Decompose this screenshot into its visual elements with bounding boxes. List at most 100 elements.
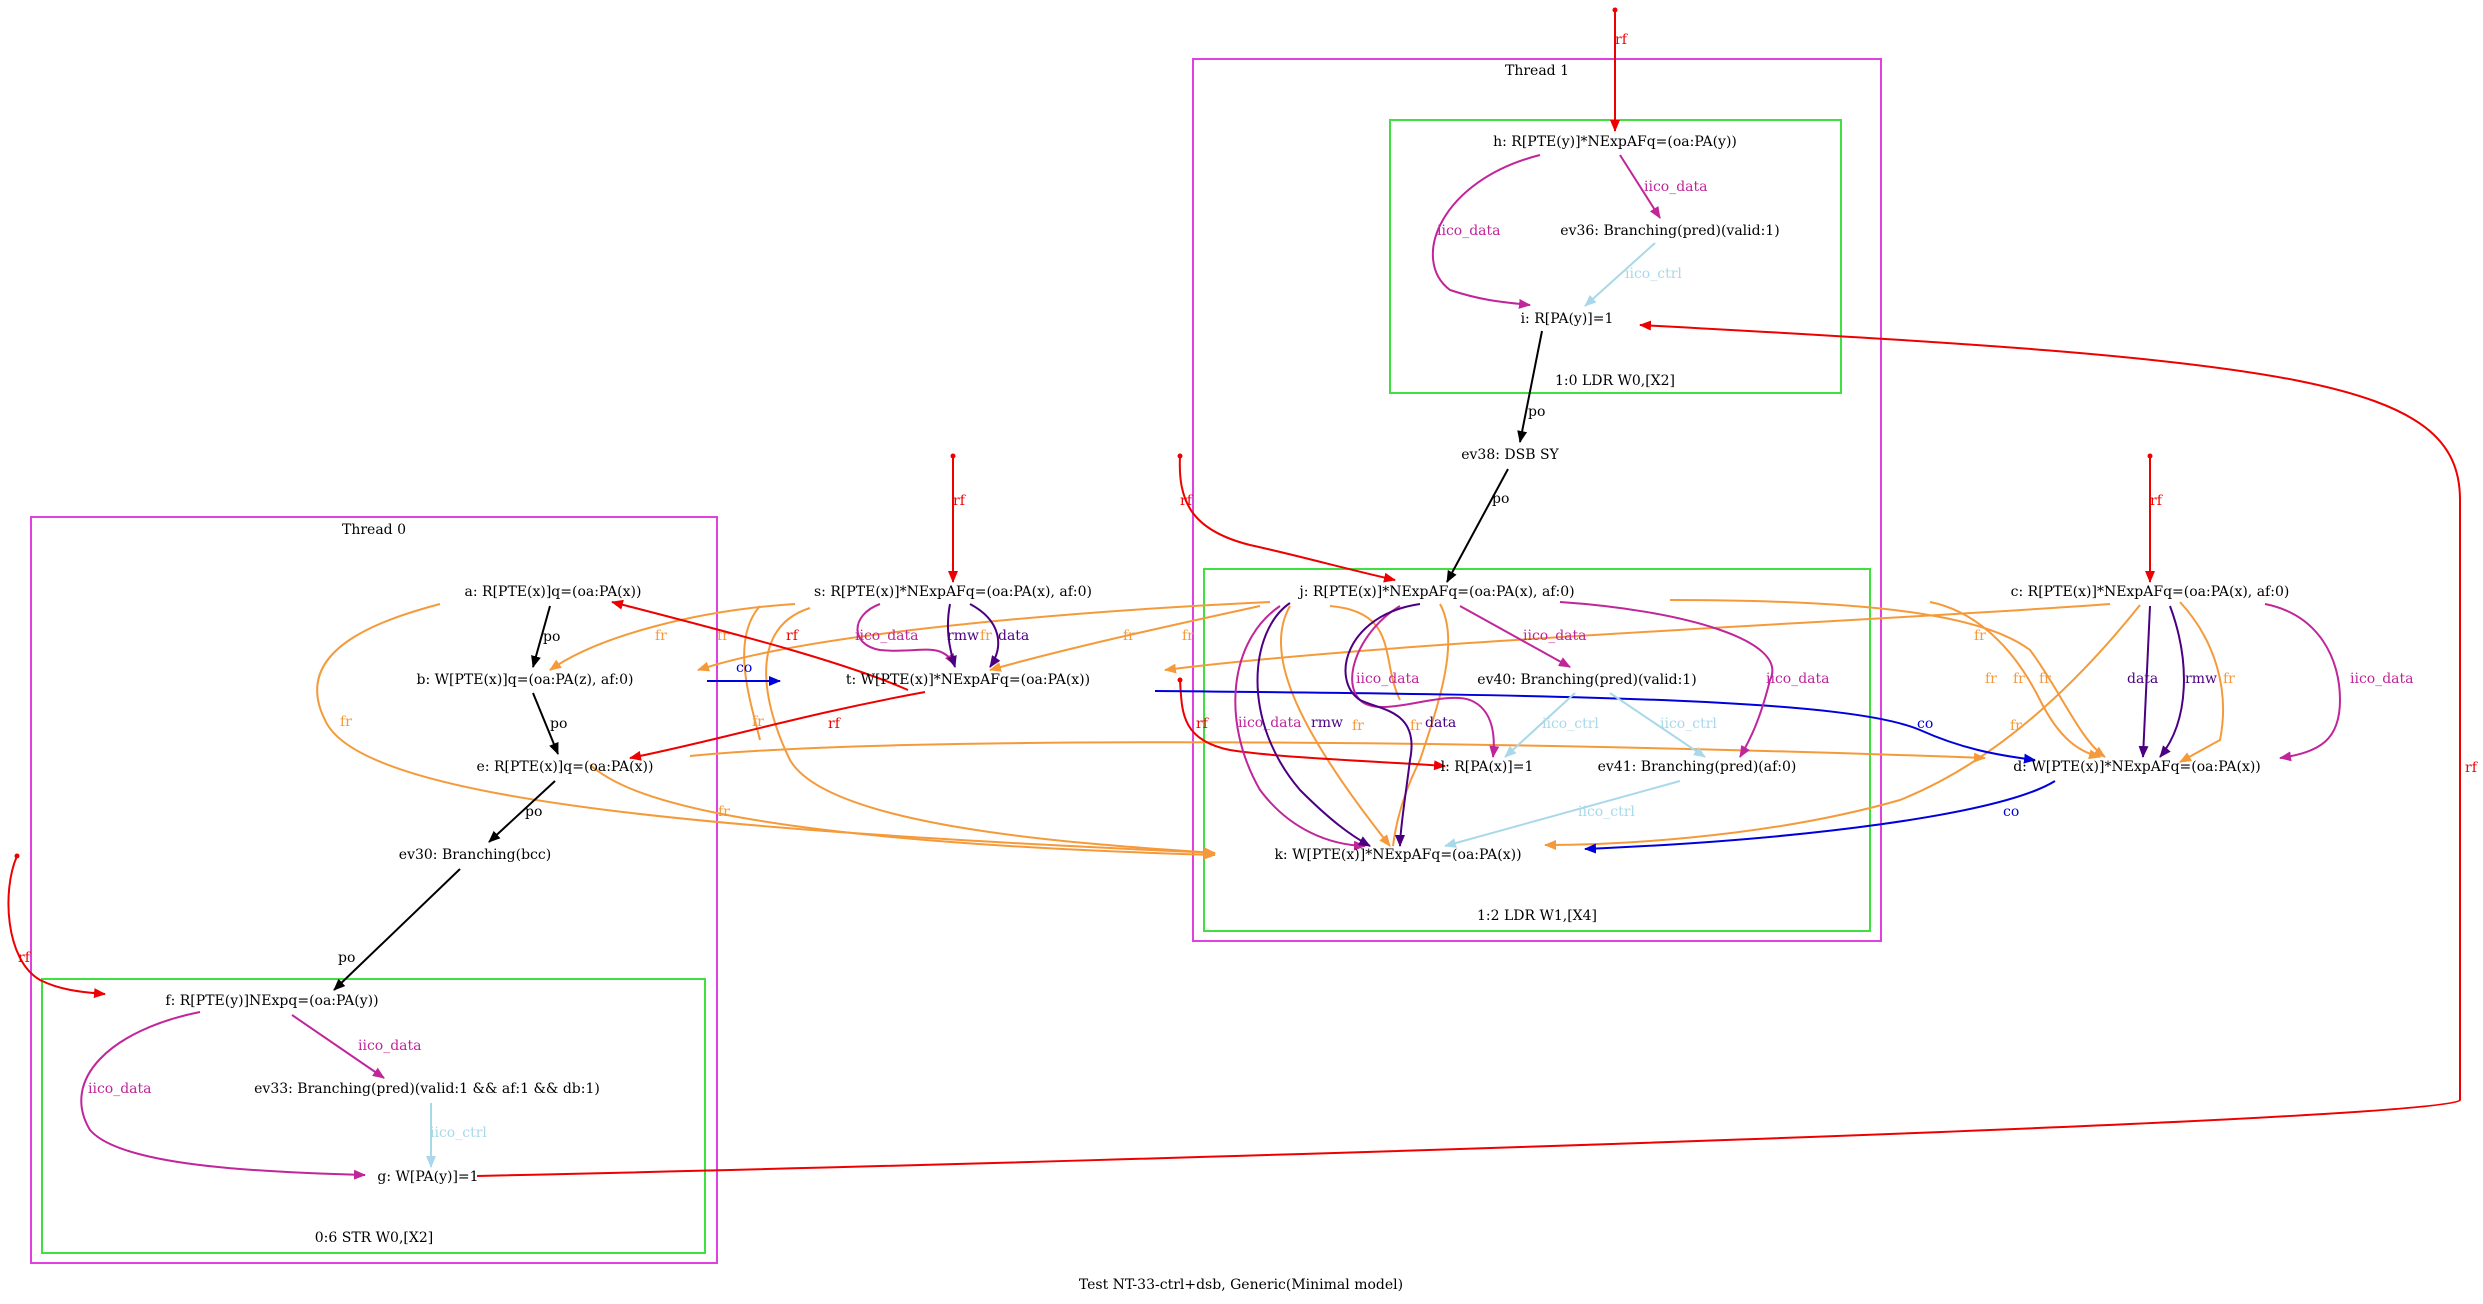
iico-ctrl-label: iico_ctrl [1542, 716, 1599, 732]
node-t: t: W[PTE(x)]*NExpAFq=(oa:PA(x)) [846, 672, 1090, 688]
fr-label: fr [1182, 628, 1194, 644]
edges-rf [7, 10, 2461, 1177]
iico-ctrl-label: iico_ctrl [1660, 716, 1717, 732]
node-b: b: W[PTE(x)]q=(oa:PA(z), af:0) [417, 672, 634, 688]
node-ev30: ev30: Branching(bcc) [399, 847, 551, 863]
node-s: s: R[PTE(x)]*NExpAFq=(oa:PA(x), af:0) [814, 584, 1092, 600]
rmw-label: rmw [947, 628, 979, 644]
thread0-label: Thread 0 [342, 522, 406, 538]
instr-06-cluster [41, 978, 706, 1254]
node-i: i: R[PA(y)]=1 [1521, 311, 1614, 327]
rf-label: rf [18, 950, 32, 966]
node-f: f: R[PTE(y)]NExpq=(oa:PA(y)) [165, 993, 378, 1009]
fr-label: fr [655, 628, 667, 644]
edges-iico-data [80, 154, 2342, 1180]
iico-ctrl-label: iico_ctrl [430, 1125, 487, 1141]
data-label: data [998, 628, 1029, 644]
edges-rmw-data [946, 602, 2185, 847]
fr-label: fr [340, 714, 352, 730]
fr-label: fr [752, 714, 764, 730]
thread0-cluster [30, 516, 718, 1264]
thread1-label: Thread 1 [1505, 63, 1569, 79]
instr-10-label: 1:0 LDR W0,[X2] [1555, 373, 1675, 389]
iico-data-label: iico_data [358, 1038, 422, 1054]
fr-label: fr [2013, 671, 2025, 687]
po-label: po [1492, 491, 1509, 507]
thread1-cluster [1192, 58, 1882, 942]
node-e: e: R[PTE(x)]q=(oa:PA(x)) [477, 759, 654, 775]
fr-label: fr [2010, 718, 2022, 734]
node-a: a: R[PTE(x)]q=(oa:PA(x)) [465, 584, 642, 600]
node-h: h: R[PTE(y)]*NExpAFq=(oa:PA(y)) [1493, 134, 1737, 150]
po-label: po [1528, 404, 1545, 420]
instr-12-cluster [1203, 568, 1871, 932]
rf-label: rf [1196, 716, 1210, 732]
iico-ctrl-label: iico_ctrl [1578, 804, 1635, 820]
fr-labels: fr fr fr fr fr fr fr fr fr fr fr fr fr f… [340, 628, 2235, 820]
node-ev40: ev40: Branching(pred)(valid:1) [1477, 672, 1696, 688]
iico-data-label: iico_data [1437, 223, 1501, 239]
fr-label: fr [1985, 671, 1997, 687]
fr-label: fr [1974, 628, 1986, 644]
edges-fr [316, 599, 2224, 860]
iico-data-label: iico_data [1238, 715, 1302, 731]
po-label: po [543, 629, 560, 645]
fr-label: fr [1410, 718, 1422, 734]
node-g: g: W[PA(y)]=1 [377, 1169, 478, 1185]
data-label: data [1425, 715, 1456, 731]
node-j: j: R[PTE(x)]*NExpAFq=(oa:PA(x), af:0) [1297, 584, 1574, 600]
node-ev38: ev38: DSB SY [1461, 447, 1559, 463]
fr-label: fr [2223, 671, 2235, 687]
node-ev36: ev36: Branching(pred)(valid:1) [1560, 223, 1779, 239]
graph-caption: Test NT-33-ctrl+dsb, Generic(Minimal mod… [1079, 1277, 1403, 1293]
rf-label: rf [953, 493, 967, 509]
fr-label: fr [718, 804, 730, 820]
node-k: k: W[PTE(x)]*NExpAFq=(oa:PA(x)) [1274, 847, 1521, 863]
fr-label: fr [2039, 671, 2051, 687]
node-ev33: ev33: Branching(pred)(valid:1 && af:1 &&… [254, 1081, 600, 1097]
instr-06-label: 0:6 STR W0,[X2] [315, 1230, 433, 1246]
fr-label: fr [980, 628, 992, 644]
po-label: po [525, 804, 542, 820]
rf-label: rf [828, 716, 842, 732]
edges-po [333, 330, 1543, 991]
instr-10-cluster [1389, 119, 1842, 394]
iico-data-labels: iico_data iico_data iico_data iico_data … [88, 179, 2414, 1097]
iico-data-label: iico_data [1644, 179, 1708, 195]
iico-data-label: iico_data [88, 1081, 152, 1097]
node-d: d: W[PTE(x)]*NExpAFq=(oa:PA(x)) [2013, 759, 2261, 775]
po-label: po [550, 716, 567, 732]
rf-label: rf [1180, 493, 1194, 509]
data-label: data [2127, 671, 2158, 687]
iico-data-label: iico_data [1766, 671, 1830, 687]
instr-12-label: 1:2 LDR W1,[X4] [1477, 908, 1597, 924]
rf-label: rf [2150, 493, 2164, 509]
co-labels: co co co [736, 660, 2019, 820]
iico-ctrl-label: iico_ctrl [1625, 266, 1682, 282]
rmw-label: rmw [2185, 671, 2217, 687]
node-c: c: R[PTE(x)]*NExpAFq=(oa:PA(x), af:0) [2011, 584, 2290, 600]
rf-label: rf [2465, 760, 2479, 776]
iico-data-label: iico_data [2350, 671, 2414, 687]
fr-label: fr [1123, 628, 1135, 644]
rf-label: rf [1615, 32, 1629, 48]
rmw-label: rmw [1311, 715, 1343, 731]
co-label: co [2003, 804, 2019, 820]
iico-data-label: iico_data [855, 628, 919, 644]
node-l: l: R[PA(x)]=1 [1441, 759, 1534, 775]
co-label: co [1917, 716, 1933, 732]
iico-ctrl-labels: iico_ctrl iico_ctrl iico_ctrl iico_ctrl … [430, 266, 1717, 1141]
fr-label: fr [1352, 718, 1364, 734]
iico-data-label: iico_data [1523, 628, 1587, 644]
init-points [14, 7, 2153, 859]
edges-iico-ctrl [426, 242, 1706, 1168]
rf-labels: rf rf rf rf rf rf rf rf rf [18, 32, 2479, 966]
po-labels: po po po po po po [338, 404, 1545, 966]
nodes: a: R[PTE(x)]q=(oa:PA(x)) b: W[PTE(x)]q=(… [165, 134, 2289, 1185]
rf-label: rf [786, 628, 800, 644]
po-label: po [338, 950, 355, 966]
co-label: co [736, 660, 752, 676]
iico-data-label: iico_data [1356, 671, 1420, 687]
edges-co [707, 676, 2056, 854]
